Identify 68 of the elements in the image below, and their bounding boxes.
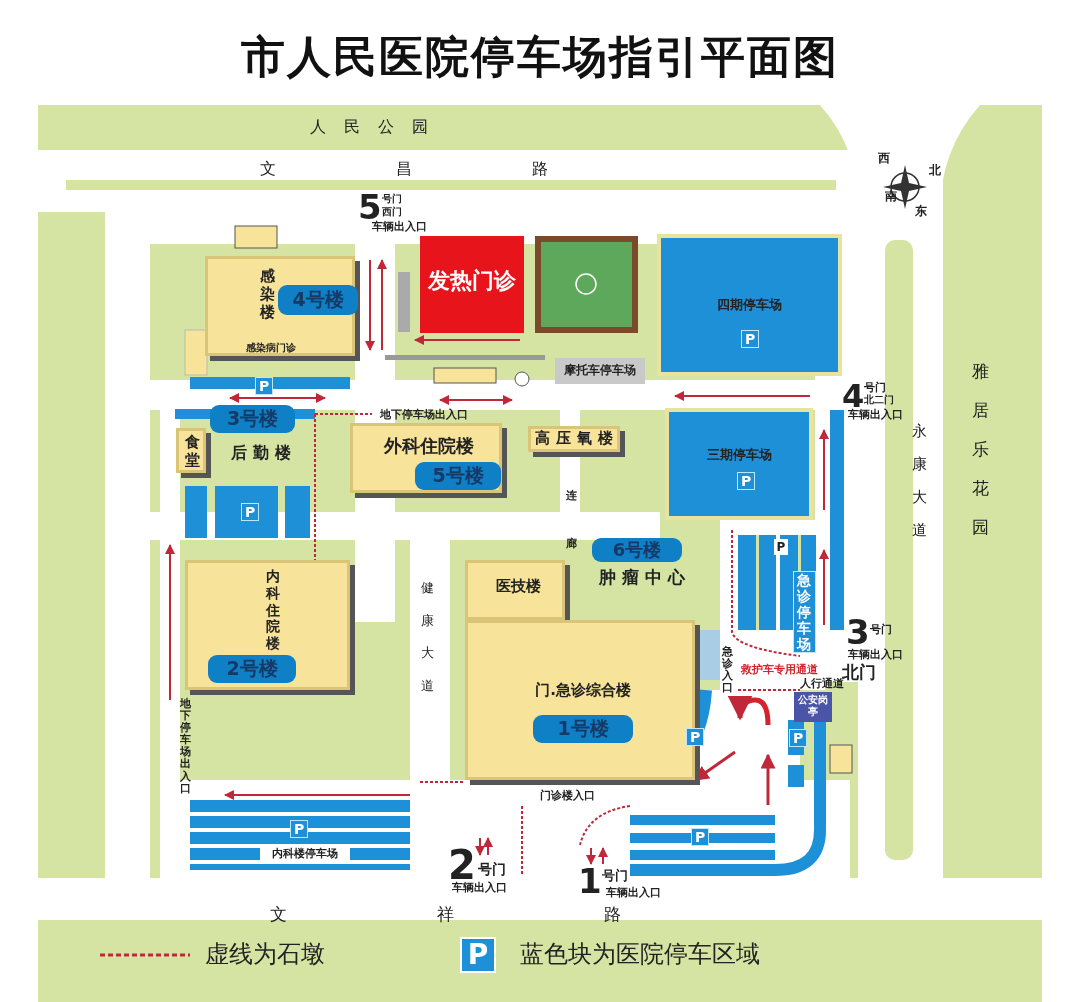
- parking-label: P: [774, 539, 788, 556]
- map-label: 号门: [870, 624, 892, 636]
- legend-label: 蓝色块为医院停车区域: [520, 939, 760, 970]
- map-label: 救护车专用通道: [741, 664, 818, 677]
- parking-sign: P: [255, 377, 274, 395]
- legend-label: 虚线为石墩: [205, 939, 325, 970]
- map-label: 连: [566, 490, 577, 503]
- building-number-badge: 2号楼: [208, 655, 296, 683]
- building-label: 内科住院楼: [266, 568, 280, 652]
- building-label: 肿瘤中心: [598, 566, 692, 589]
- building-label: 外科住院楼: [383, 434, 475, 458]
- parking-lot: [190, 800, 410, 870]
- parking-sign: P: [789, 729, 808, 747]
- parking-lot: [555, 358, 645, 384]
- gate-number: 3: [846, 615, 870, 649]
- map-label: 北二门: [864, 394, 894, 405]
- parking-label: 四期停车场: [716, 296, 783, 314]
- parking-sign: P: [737, 472, 756, 490]
- building-number-badge: 5号楼: [415, 462, 501, 490]
- building-label: 高压氧楼: [534, 429, 620, 448]
- parking-sign: 急诊停车场: [793, 571, 816, 653]
- map-label: 号门: [478, 862, 506, 878]
- clinic-building: [420, 236, 524, 333]
- parking-sign: P: [741, 330, 760, 348]
- parking-label: 三期停车场: [705, 446, 773, 464]
- booth-label: 公安岗亭: [798, 694, 828, 718]
- building-label: 感染楼: [260, 267, 275, 321]
- map-label: 东: [915, 205, 927, 219]
- building-label: 门.急诊综合楼: [534, 681, 632, 700]
- map-label: 号门: [602, 869, 628, 883]
- building-number-badge: 3号楼: [210, 405, 295, 433]
- building-label: 食堂: [185, 433, 200, 469]
- road-name: 人民公园: [310, 118, 446, 136]
- road-name: 文昌路: [260, 160, 668, 178]
- map-label: 车辆出入口: [848, 649, 903, 662]
- road-name: 健康大道: [421, 579, 434, 695]
- road-name: 文祥路: [270, 905, 771, 924]
- parking-sign: P: [290, 820, 309, 838]
- building-label: 摩托车停车场: [563, 362, 637, 379]
- building-label: 后勤楼: [230, 443, 298, 464]
- parking-label: 内科楼停车场: [260, 846, 350, 861]
- map-label: 号门: [382, 193, 402, 204]
- map-label: 南: [885, 190, 897, 204]
- building-label: 感染病门诊: [246, 341, 296, 355]
- building-label: 医技楼: [494, 577, 542, 596]
- road-name: 雅居乐花园: [972, 360, 989, 540]
- parking-lot: [665, 408, 813, 520]
- building-label: 发热门诊: [427, 267, 517, 295]
- parking-sign: P: [686, 728, 705, 746]
- parking-sign: P: [691, 828, 710, 846]
- parking-sign: P: [466, 937, 490, 973]
- title: 市人民医院停车场指引平面图: [240, 30, 840, 84]
- map-label: 北: [929, 164, 941, 178]
- road-name: 永康大道: [912, 421, 927, 541]
- map-label: 廊: [566, 538, 577, 551]
- building-number-badge: 4号楼: [278, 285, 358, 315]
- map-label: 西门: [382, 206, 402, 217]
- parking-lot: [657, 234, 842, 376]
- building-number-badge: 6号楼: [592, 538, 682, 562]
- map-label: 西: [878, 152, 890, 166]
- map-label: 急诊入口: [722, 646, 733, 695]
- building-number-badge: 1号楼: [533, 715, 633, 743]
- map-label: 车辆出入口: [606, 887, 661, 900]
- map-label: 地下停车场出入口: [180, 698, 191, 795]
- gate-number: 1: [578, 864, 602, 898]
- map-label: 北门: [842, 663, 876, 682]
- parking-sign: P: [241, 503, 260, 521]
- map-label: 号门: [864, 382, 886, 394]
